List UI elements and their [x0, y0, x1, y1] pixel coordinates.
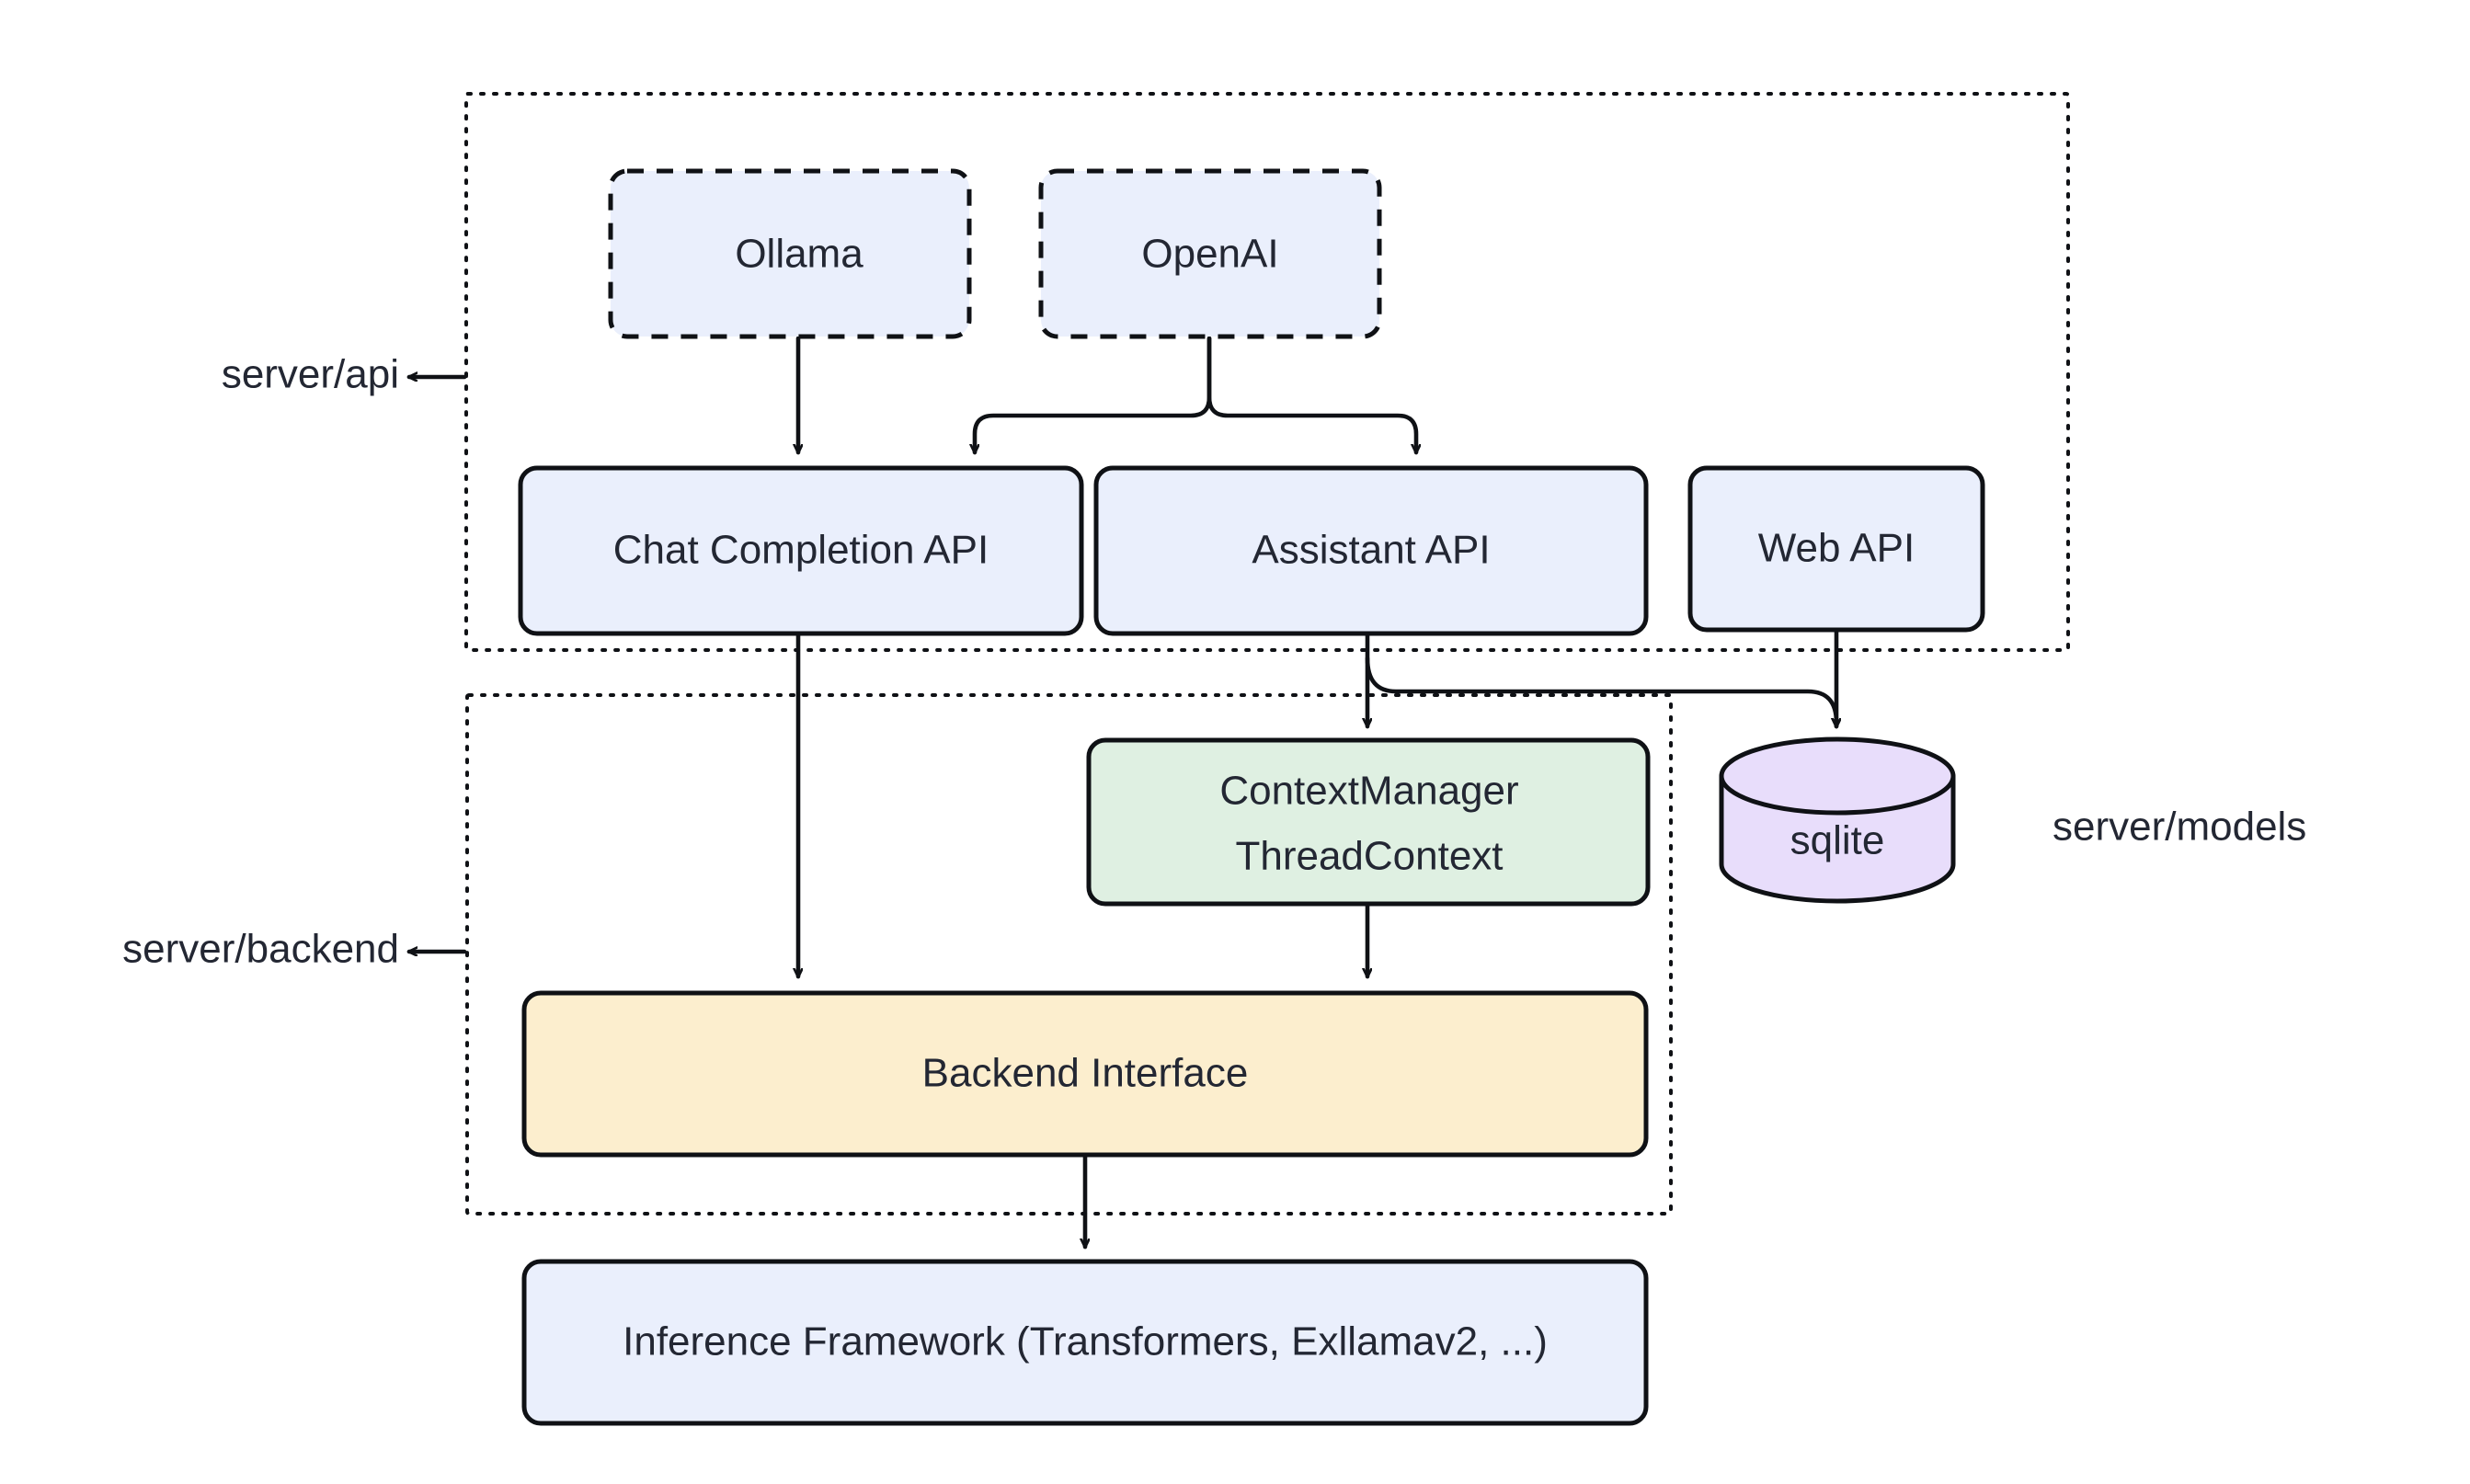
node-ollama-shape	[608, 168, 972, 339]
group-label-server-api: server/api	[222, 352, 399, 397]
group-container-backend	[465, 693, 1673, 1216]
node-chat-completion-api[interactable]: Chat Completion API	[518, 465, 1084, 636]
node-contextmanager[interactable]: ContextManager ThreadContext	[1086, 737, 1651, 907]
node-assistant-api-shape	[1093, 465, 1649, 636]
group-container-api	[464, 92, 2070, 652]
node-openai-label: OpenAI	[1141, 232, 1278, 277]
node-backend-interface-label: Backend Interface	[922, 1051, 1249, 1096]
node-chat-completion-api-shape	[518, 465, 1084, 636]
node-openai-shape	[1038, 168, 1382, 339]
group-label-pointers	[406, 377, 467, 952]
node-openai[interactable]: OpenAI	[1038, 168, 1382, 339]
edge-openai-to-assistant-api	[1206, 336, 1416, 455]
edge-layer	[798, 336, 1836, 1250]
node-contextmanager-label-line1: ContextManager	[1219, 769, 1518, 814]
node-inference-framework[interactable]: Inference Framework (Transformers, Exlla…	[521, 1259, 1649, 1426]
group-api-border	[464, 92, 2070, 652]
edge-openai-to-chat-api	[975, 336, 1212, 455]
node-sqlite[interactable]: sqlite	[1719, 736, 1956, 904]
node-ollama-label: Ollama	[735, 232, 863, 277]
node-inference-framework-label: Inference Framework (Transformers, Exlla…	[623, 1319, 1548, 1364]
edge-assistant-api-to-sqlite	[1365, 656, 1836, 729]
node-chat-completion-api-label: Chat Completion API	[613, 528, 989, 573]
group-label-server-models: server/models	[2053, 805, 2306, 850]
node-web-api-label: Web API	[1758, 526, 1915, 571]
node-sqlite-label: sqlite	[1790, 818, 1885, 863]
group-label-server-backend: server/backend	[122, 927, 399, 972]
node-contextmanager-shape	[1086, 737, 1651, 907]
node-backend-interface[interactable]: Backend Interface	[521, 990, 1649, 1158]
node-contextmanager-label-line2: ThreadContext	[1235, 834, 1503, 879]
node-sqlite-top	[1719, 736, 1956, 816]
node-web-api-shape	[1687, 465, 1985, 633]
node-assistant-api[interactable]: Assistant API	[1093, 465, 1649, 636]
node-assistant-api-label: Assistant API	[1252, 528, 1490, 573]
node-backend-interface-shape	[521, 990, 1649, 1158]
node-inference-framework-shape	[521, 1259, 1649, 1426]
node-ollama[interactable]: Ollama	[608, 168, 972, 339]
node-web-api[interactable]: Web API	[1687, 465, 1985, 633]
group-backend-border	[465, 693, 1673, 1216]
